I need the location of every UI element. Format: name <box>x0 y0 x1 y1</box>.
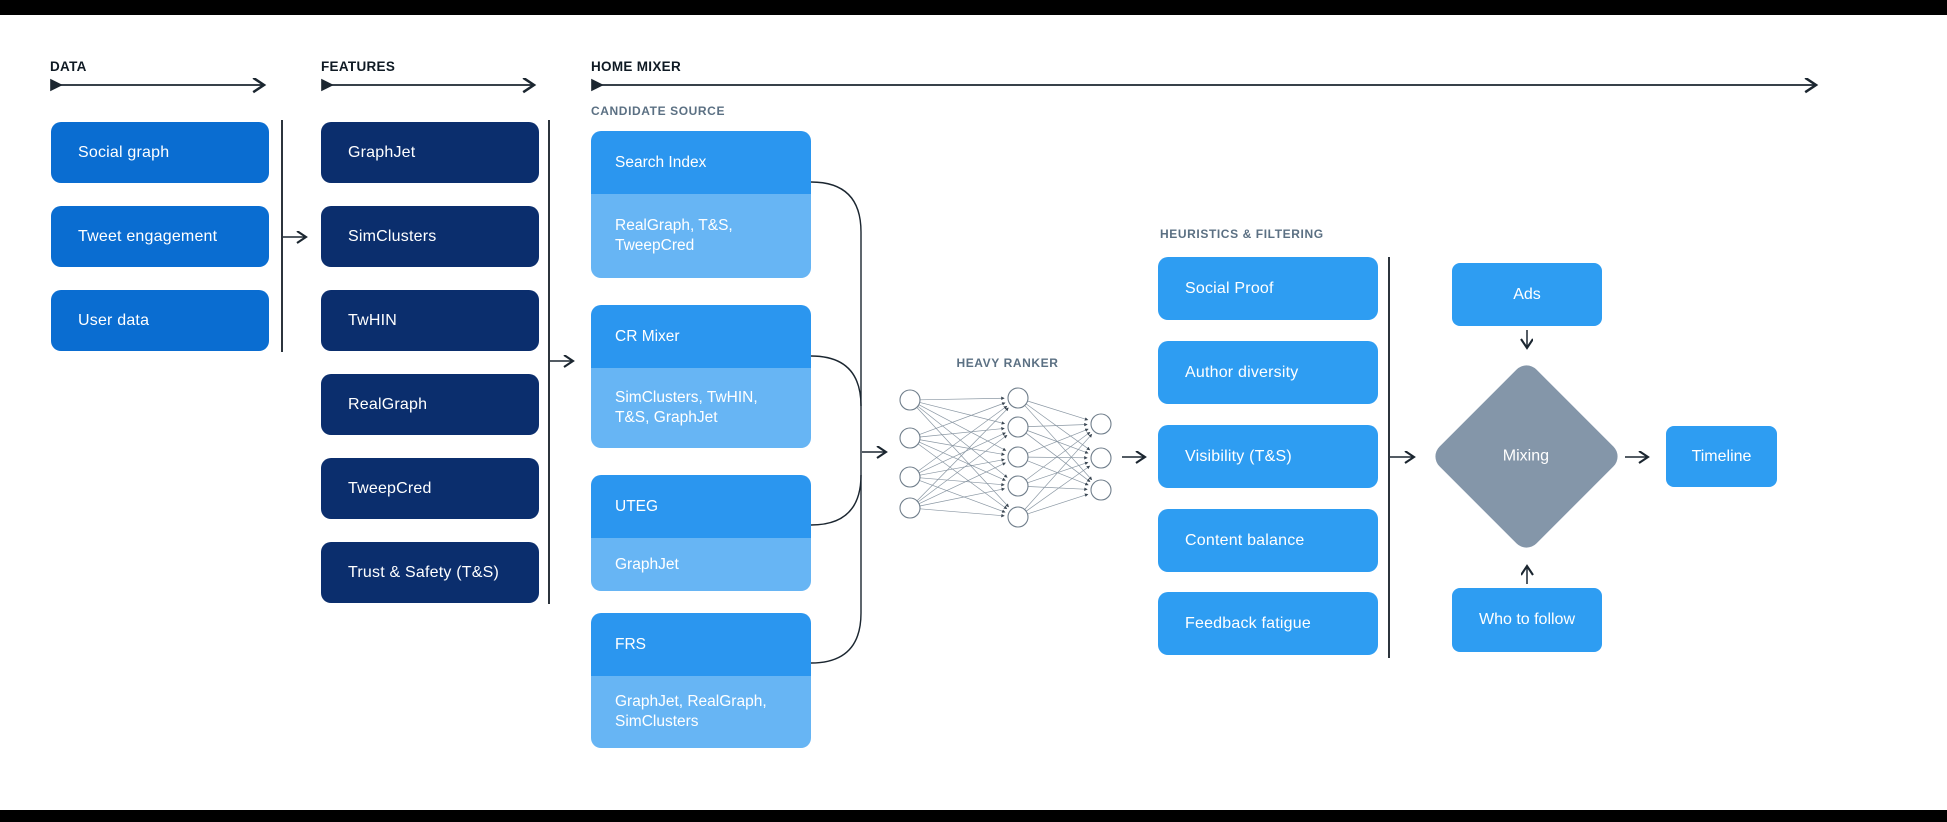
heuristic-box-content-balance: Content balance <box>1158 509 1378 572</box>
feature-box-trust-safety: Trust & Safety (T&S) <box>321 542 539 603</box>
candidate-merge-connectors <box>810 181 862 664</box>
heuristic-box-feedback-fatigue: Feedback fatigue <box>1158 592 1378 655</box>
data-box-social-graph: Social graph <box>51 122 269 183</box>
label-heuristics-filtering: HEURISTICS & FILTERING <box>1160 227 1324 241</box>
bottom-letterbox-bar <box>0 810 1947 822</box>
candidate-box-frs: FRS GraphJet, RealGraph, SimClusters <box>591 613 811 748</box>
who-to-follow-box: Who to follow <box>1452 588 1602 652</box>
top-letterbox-bar <box>0 0 1947 15</box>
heuristic-box-author-diversity: Author diversity <box>1158 341 1378 404</box>
data-box-user-data: User data <box>51 290 269 351</box>
data-box-tweet-engagement: Tweet engagement <box>51 206 269 267</box>
label-heavy-ranker: HEAVY RANKER <box>956 356 1059 370</box>
feature-box-tweepcred: TweepCred <box>321 458 539 519</box>
mixing-diamond: Mixing <box>1429 359 1624 554</box>
candidate-box-uteg: UTEG GraphJet <box>591 475 811 591</box>
candidate-box-cr-mixer: CR Mixer SimClusters, TwHIN, T&S, GraphJ… <box>591 305 811 448</box>
feature-box-realgraph: RealGraph <box>321 374 539 435</box>
heuristic-box-social-proof: Social Proof <box>1158 257 1378 320</box>
section-header-data: DATA <box>50 59 87 74</box>
timeline-box: Timeline <box>1666 426 1777 487</box>
ads-box: Ads <box>1452 263 1602 326</box>
section-header-home-mixer: HOME MIXER <box>591 59 682 74</box>
heuristic-box-visibility: Visibility (T&S) <box>1158 425 1378 488</box>
section-header-features: FEATURES <box>321 59 396 74</box>
feature-box-twhin: TwHIN <box>321 290 539 351</box>
neural-network-graphic <box>899 387 1112 528</box>
feature-box-graphjet: GraphJet <box>321 122 539 183</box>
candidate-box-search-index: Search Index RealGraph, T&S, TweepCred <box>591 131 811 278</box>
label-candidate-source: CANDIDATE SOURCE <box>591 104 726 118</box>
feature-box-simclusters: SimClusters <box>321 206 539 267</box>
